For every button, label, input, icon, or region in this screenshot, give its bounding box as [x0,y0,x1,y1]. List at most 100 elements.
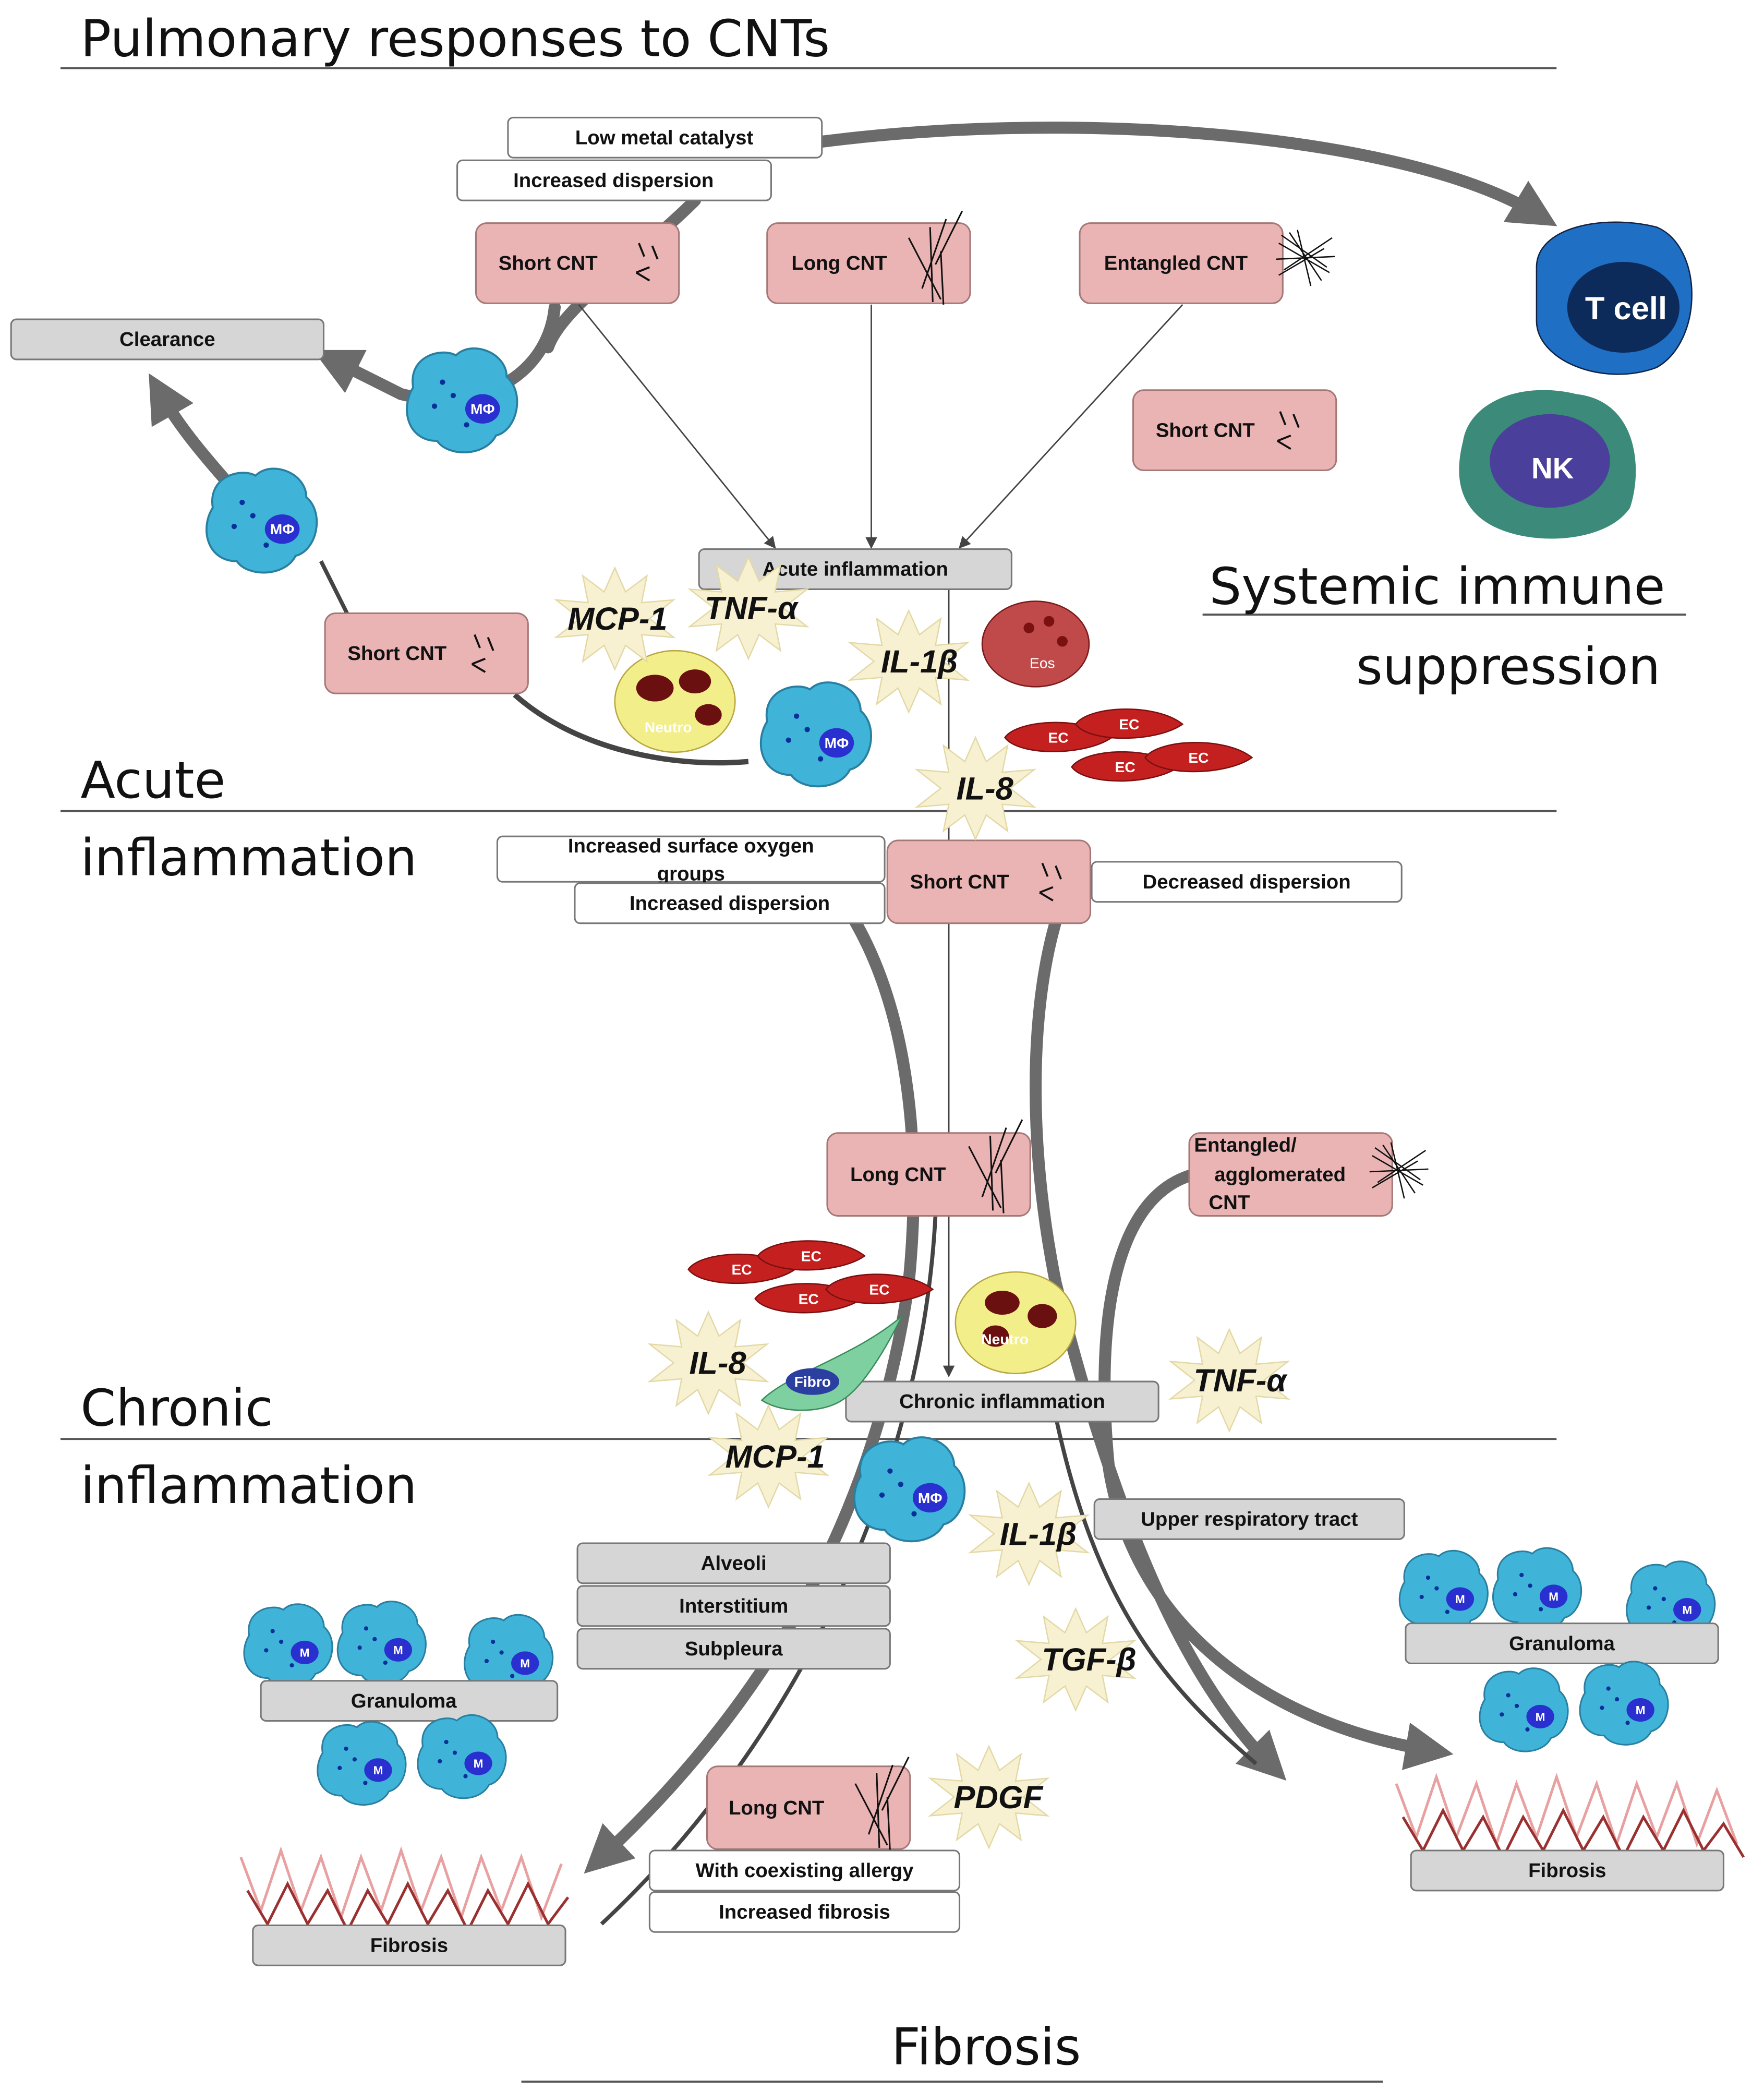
svg-text:MΦ: MΦ [918,1489,943,1506]
low-metal-catalyst-label: Low metal catalyst [575,126,754,149]
fibrosis-box-label: Fibrosis [370,1934,448,1957]
svg-text:TNF-α: TNF-α [1193,1363,1288,1399]
clearance-label: Clearance [119,328,215,351]
entangled-agglomerated-cnt-box [1188,1132,1393,1217]
increased-dispersion-box [456,159,772,201]
interstitium-label: Interstitium [679,1595,788,1617]
cytokine-tgfb: TGF-β [1016,1608,1137,1711]
alveoli-box [576,1542,891,1584]
neutrophil: Neutro [955,1271,1077,1375]
increased-dispersion-label: Increased dispersion [513,169,714,191]
fibrosis-right: Fibrosis [1395,1773,1745,1892]
macrophage: MΦ [406,347,518,453]
svg-text:EC: EC [801,1247,821,1264]
section-systemic-label: Systemic immune [1209,557,1665,616]
subpleura-box [576,1628,891,1670]
svg-text:IL-8: IL-8 [957,771,1014,807]
svg-text:IL-8: IL-8 [689,1345,746,1381]
entangled-cnt-icon [1275,229,1336,287]
granuloma-label: Granuloma [1509,1632,1615,1655]
cytokine-tnfa: TNF-α [688,556,808,659]
macrophage-label: M [520,1657,530,1670]
entangled-label-1: Entangled/ [1194,1134,1297,1156]
granuloma-label: Granuloma [351,1690,457,1712]
increased-dispersion-box-2 [574,882,886,924]
short-cnt-box-systemic [1132,389,1337,472]
increased-fibrosis-label: Increased fibrosis [719,1901,890,1924]
entangled-cnt-label: Entangled CNT [1104,252,1248,274]
section-chronic-label-2: inflammation [80,1456,417,1515]
cytokine-tnfa: TNF-α [1169,1328,1289,1432]
svg-text:MΦ: MΦ [470,401,495,417]
subpleura-label: Subpleura [685,1638,783,1660]
svg-text:IL-1β: IL-1β [1000,1516,1077,1552]
chronic-inflammation-box [845,1380,1159,1423]
increased-surface-oxygen-label: Increased surface oxygen [568,835,814,857]
short-cnt-box-clearance [324,612,529,694]
interstitium-box [576,1585,891,1627]
short-cnt-label-systemic: Short CNT [1156,419,1255,441]
t-cell-label: T cell [1585,291,1667,327]
svg-text:Neutro: Neutro [645,718,692,735]
low-metal-catalyst-box [507,116,823,159]
nk-cell: NK [1459,390,1636,539]
decreased-dispersion-label: Decreased dispersion [1143,871,1351,893]
eosinophil: Eos [981,600,1090,688]
macrophage-label: M [393,1643,403,1656]
svg-text:EC: EC [799,1290,819,1307]
cytokine-mcp1: MCP-1 [709,1404,828,1508]
svg-text:EC: EC [1188,749,1209,766]
cytokine-il1b: IL-1β [969,1482,1089,1585]
decreased-dispersion-box [1091,861,1403,903]
short-cnt-box-chronic [886,839,1092,924]
neutrophil: Neutro [614,650,736,753]
increased-surface-oxygen-label-2: groups [657,863,725,885]
svg-text:Eos: Eos [1030,655,1055,671]
svg-text:TNF-α: TNF-α [705,591,799,627]
svg-text:MΦ: MΦ [270,521,295,537]
svg-text:EC: EC [732,1261,752,1278]
long-cnt-box-fibrosis [706,1765,911,1850]
cytokine-il8: IL-8 [916,737,1035,840]
svg-text:MΦ: MΦ [825,735,849,751]
macrophage-label: M [1536,1710,1545,1723]
long-cnt-label-chronic: Long CNT [850,1163,946,1186]
cytokine-il8: IL-8 [649,1311,768,1414]
fibroblast: Fibro [760,1315,903,1411]
svg-text:Neutro: Neutro [981,1330,1029,1347]
macrophage: MΦ [759,681,873,788]
long-cnt-box-chronic [826,1132,1031,1217]
macrophage: MΦ [853,1436,966,1543]
svg-text:EC: EC [869,1281,889,1297]
clearance-box [10,318,325,360]
short-cnt-label-chronic: Short CNT [910,871,1009,893]
svg-text:MCP-1: MCP-1 [567,601,667,637]
svg-text:PDGF: PDGF [953,1780,1043,1816]
macrophage-label: M [1636,1704,1646,1717]
granuloma-right: M M M Granuloma M M [1398,1547,1719,1752]
long-cnt-box [766,222,971,304]
upper-respiratory-tract-box [1093,1498,1405,1540]
cytokine-il1b: IL-1β [849,610,969,713]
section-acute-label: Acute [80,751,225,810]
macrophage-label: M [1682,1604,1692,1617]
long-cnt-label: Long CNT [791,252,887,274]
macrophage: MΦ [206,467,318,574]
macrophage-label: M [373,1764,383,1777]
upper-respiratory-tract-label: Upper respiratory tract [1141,1508,1358,1531]
chronic-inflammation-label: Chronic inflammation [899,1390,1105,1413]
macrophage-label: M [474,1757,484,1770]
short-cnt-label: Short CNT [499,252,598,274]
macrophage-label: M [1455,1593,1465,1606]
svg-text:EC: EC [1048,729,1068,746]
fibroblast-label: Fibro [794,1373,831,1390]
coexisting-allergy-label: With coexisting allergy [695,1859,914,1882]
section-chronic-label: Chronic [80,1379,273,1438]
nk-cell-label: NK [1531,452,1574,485]
alveoli-label: Alveoli [701,1552,767,1575]
svg-text:IL-1β: IL-1β [881,644,958,680]
entangled-label-3: CNT [1209,1192,1250,1214]
t-cell: T cell [1536,221,1693,375]
fibrosis-box-label: Fibrosis [1528,1859,1606,1882]
